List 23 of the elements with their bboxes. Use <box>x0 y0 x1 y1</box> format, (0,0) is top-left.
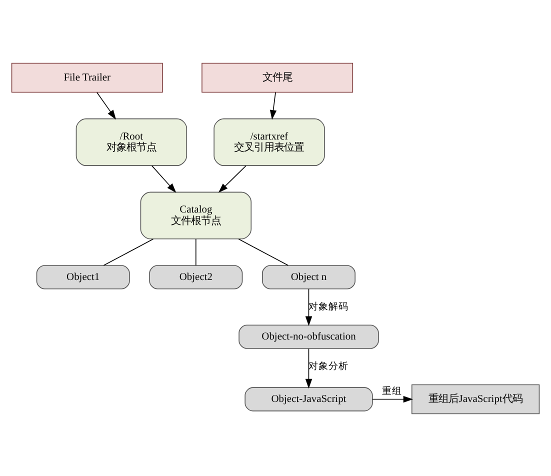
arrow <box>372 395 414 402</box>
node-box: 文件尾 <box>202 62 354 92</box>
arrow <box>305 288 312 326</box>
connector <box>238 238 289 266</box>
node-box: Object2 <box>149 264 243 289</box>
edge-label: 对象解码 <box>308 300 348 312</box>
arrow <box>218 164 246 192</box>
arrow <box>270 92 277 120</box>
node-box: Object-JavaScript <box>244 386 373 411</box>
arrow <box>151 164 176 192</box>
node-box: 重组后JavaScript代码 <box>412 384 540 414</box>
arrow <box>96 92 116 120</box>
node-box: Object n <box>262 264 356 289</box>
node-box: /startxref 交叉引用表位置 <box>214 118 325 166</box>
node-box: /Root 对象根节点 <box>76 118 188 166</box>
node-box: Object-no-obfuscation <box>238 324 379 348</box>
arrow <box>305 348 312 388</box>
node-box: File Trailer <box>11 62 163 92</box>
node-box: Catalog 文件根节点 <box>140 191 252 239</box>
connector <box>103 238 154 266</box>
node-box: Object1 <box>36 264 130 289</box>
edge-label: 重组 <box>382 386 402 397</box>
edge-label: 对象分析 <box>308 360 348 372</box>
